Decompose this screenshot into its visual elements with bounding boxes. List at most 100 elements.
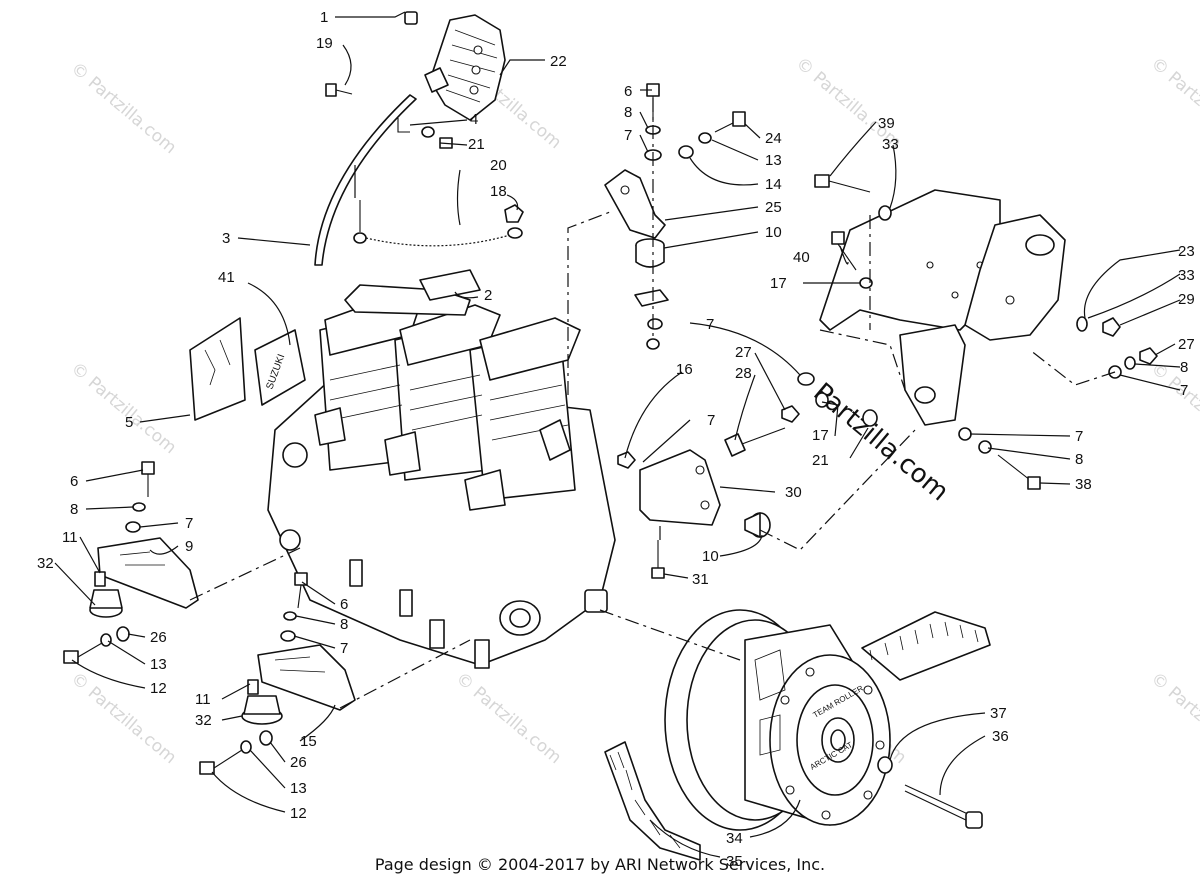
callout-4: 4 — [470, 111, 478, 128]
part-7-washer-mid — [647, 318, 663, 330]
callout-13: 13 — [290, 780, 307, 797]
part-26-washer-left — [116, 626, 130, 642]
watermark: © Partzilla.com — [67, 359, 180, 459]
part-39-plate — [819, 189, 1001, 331]
part-21-nut — [421, 126, 453, 149]
part-38-bolt — [997, 454, 1041, 490]
part-6-bolt-low — [294, 572, 308, 609]
callout-24: 24 — [765, 130, 782, 147]
part-8-washer-right-low — [978, 440, 992, 454]
callout-16: 16 — [676, 361, 693, 378]
callout-26: 26 — [150, 629, 167, 646]
part-stud-plate — [634, 289, 669, 307]
watermark: © Partzilla.com — [1147, 669, 1200, 769]
callout-33: 33 — [882, 136, 899, 153]
callout-1: 1 — [320, 9, 328, 26]
watermark-layer: © Partzilla.com © Partzilla.com © Partzi… — [67, 54, 1200, 769]
part-35-drive-belt — [604, 611, 991, 861]
part-27-nut-mid — [781, 405, 800, 423]
callout-40: 40 — [793, 249, 810, 266]
callout-7: 7 — [1075, 428, 1083, 445]
part-2-engine — [267, 269, 616, 669]
callout-19: 19 — [316, 35, 333, 52]
callout-38: 38 — [1075, 476, 1092, 493]
watermark: © Partzilla.com — [452, 669, 565, 769]
part-11-stud-left — [94, 571, 106, 587]
callout-41: 41 — [218, 269, 235, 286]
part-16-nut — [646, 338, 660, 350]
callout-21: 21 — [812, 452, 829, 469]
callout-8: 8 — [340, 616, 348, 633]
part-10-mount-low — [744, 512, 771, 538]
callout-29: 29 — [1178, 291, 1195, 308]
callout-10: 10 — [702, 548, 719, 565]
callout-32: 32 — [37, 555, 54, 572]
watermark: © Partzilla.com — [67, 59, 180, 159]
part-4-bolt — [397, 118, 410, 133]
callout-27: 27 — [1178, 336, 1195, 353]
callout-17: 17 — [812, 427, 829, 444]
part-41-decal: SUZUKI — [254, 329, 306, 406]
callout-8: 8 — [1075, 451, 1083, 468]
callout-15: 15 — [300, 733, 317, 750]
part-25-bracket — [604, 169, 666, 239]
part-34-drive-clutch: TEAM ROLLER ARCTIC CAT — [664, 609, 891, 831]
part-10-mount-top — [635, 238, 665, 268]
callout-39: 39 — [878, 115, 895, 132]
callout-7: 7 — [707, 412, 715, 429]
callout-31: 31 — [692, 571, 709, 588]
part-36-bolt — [904, 784, 983, 829]
callout-13: 13 — [150, 656, 167, 673]
part-7-washer-c — [797, 372, 815, 386]
callout-5: 5 — [125, 414, 133, 431]
part-30-bracket — [639, 449, 721, 526]
part-26-washer-low — [259, 730, 273, 746]
callout-27: 27 — [735, 344, 752, 361]
callout-8: 8 — [70, 501, 78, 518]
callout-25: 25 — [765, 199, 782, 216]
callout-10: 10 — [765, 224, 782, 241]
callout-36: 36 — [992, 728, 1009, 745]
part-13-washer-low — [240, 740, 252, 754]
callout-7: 7 — [624, 127, 632, 144]
callout-labels: 1 19 22 4 21 20 18 3 41 2 5 6 8 7 24 13 … — [37, 9, 1195, 870]
callout-26: 26 — [290, 754, 307, 771]
part-33-washer-right — [1076, 316, 1088, 332]
callout-6: 6 — [340, 596, 348, 613]
callout-12: 12 — [150, 680, 167, 697]
part-32-mount-left — [89, 589, 123, 618]
part-7-washer-left — [125, 521, 141, 533]
part-33-bolt-top — [814, 174, 892, 221]
callout-7: 7 — [340, 640, 348, 657]
page-footer: Page design © 2004-2017 by ARI Network S… — [374, 855, 826, 874]
part-7-washer-low — [280, 630, 296, 642]
callout-11: 11 — [62, 529, 78, 546]
part-32-mount-low — [241, 695, 283, 725]
watermark: © Partzilla.com — [1147, 359, 1200, 459]
callout-13: 13 — [765, 152, 782, 169]
part-31-bolt — [651, 540, 665, 579]
part-15-mount-bracket — [257, 644, 356, 711]
callout-37: 37 — [990, 705, 1007, 722]
callout-7: 7 — [706, 316, 714, 333]
callout-21: 21 — [468, 136, 485, 153]
callout-9: 9 — [185, 538, 193, 555]
part-37-washer — [877, 756, 893, 774]
part-22-bracket — [424, 14, 506, 121]
part-8-washer-low — [283, 611, 297, 621]
callout-12: 12 — [290, 805, 307, 822]
callout-20: 20 — [490, 157, 507, 174]
callout-18: 18 — [490, 183, 507, 200]
part-11-stud-low — [247, 679, 259, 695]
part-3-cable — [314, 94, 417, 266]
callout-35: 35 — [726, 853, 743, 870]
part-13-washer-left — [100, 633, 112, 647]
assembly-lines — [189, 98, 1116, 709]
callout-22: 22 — [550, 53, 567, 70]
callout-14: 14 — [765, 176, 782, 193]
watermark: © Partzilla.com — [1147, 54, 1200, 154]
part-14-washer — [678, 145, 694, 159]
part-8-washer-right — [1124, 356, 1136, 370]
part-20-ground-wire — [353, 200, 523, 247]
